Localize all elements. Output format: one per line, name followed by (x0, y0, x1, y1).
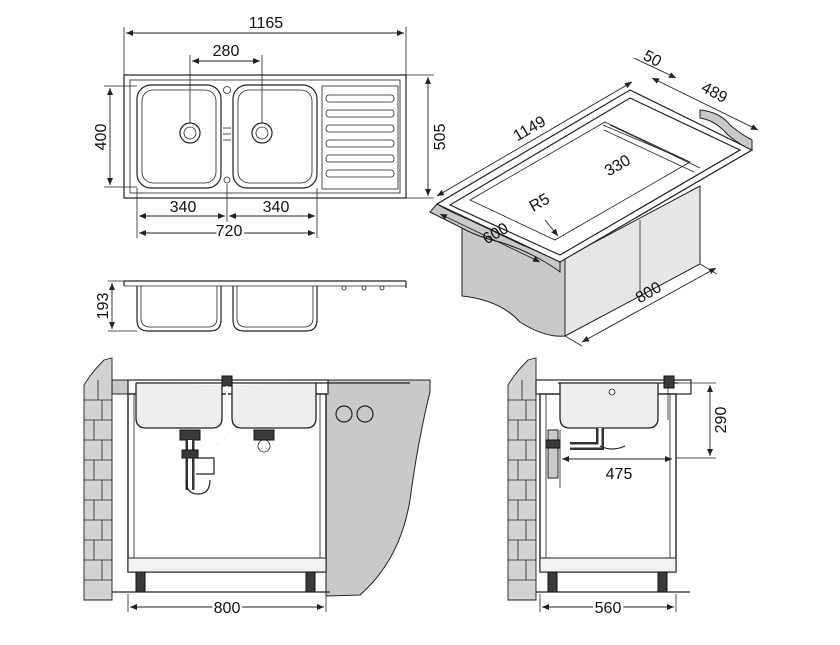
socket-icon (335, 405, 353, 423)
tap-icon (221, 375, 233, 387)
left-drain-icon (179, 122, 201, 144)
right-bowl-top (232, 84, 318, 189)
right-bowl-profile (232, 286, 318, 332)
left-bowl-profile (136, 286, 222, 332)
cabinet-leg-left (135, 571, 146, 593)
dim-left-bowl: 340 (170, 199, 197, 216)
side-bowl (559, 383, 659, 429)
front-left-bowl (135, 383, 223, 429)
drainer-grooves (325, 94, 395, 178)
side-section-view: 193 (95, 280, 407, 332)
front-right-bowl (231, 383, 317, 429)
dim-overall-width: 1165 (249, 15, 284, 32)
side-installation-view: 290 475 560 (507, 357, 730, 620)
countertop-front (111, 379, 431, 597)
isometric-view: 1149 50 489 330 R5 600 800 (429, 47, 759, 347)
drainer-top (321, 85, 399, 190)
socket-icon-2 (356, 405, 374, 423)
top-view: 1165 280 400 505 340 340 720 (93, 15, 449, 243)
dim-iso-edge: 50 (640, 47, 664, 70)
dim-right-bowl: 340 (263, 199, 290, 216)
dim-depth-505: 505 (432, 124, 449, 151)
right-drain-icon (251, 122, 273, 144)
tap-hole-icon (223, 86, 231, 94)
right-waste-icon (253, 429, 275, 441)
brick-wall-right (507, 357, 537, 601)
wall-outlet-pipe (547, 429, 559, 479)
dim-depth-400: 400 (93, 124, 110, 151)
dim-bowls-total: 720 (216, 223, 243, 240)
dim-iso-length: 1149 (511, 113, 549, 145)
dim-side-drain: 475 (606, 466, 633, 483)
side-tap-icon (663, 375, 675, 389)
sink-rim-top (129, 79, 401, 194)
dim-bowl-depth-193: 193 (95, 293, 112, 320)
left-bowl-top (136, 84, 222, 189)
cabinet-leg-right (305, 571, 316, 593)
dim-side-cabinet: 560 (595, 600, 622, 617)
dim-side-height: 290 (713, 407, 730, 434)
brick-wall-left (83, 357, 113, 601)
left-waste-icon (179, 429, 201, 441)
sink-outline-top (123, 74, 407, 199)
front-installation-view: 800 (83, 357, 431, 620)
dim-bowl-spacing: 280 (213, 43, 240, 60)
dim-front-cabinet: 800 (214, 600, 241, 617)
